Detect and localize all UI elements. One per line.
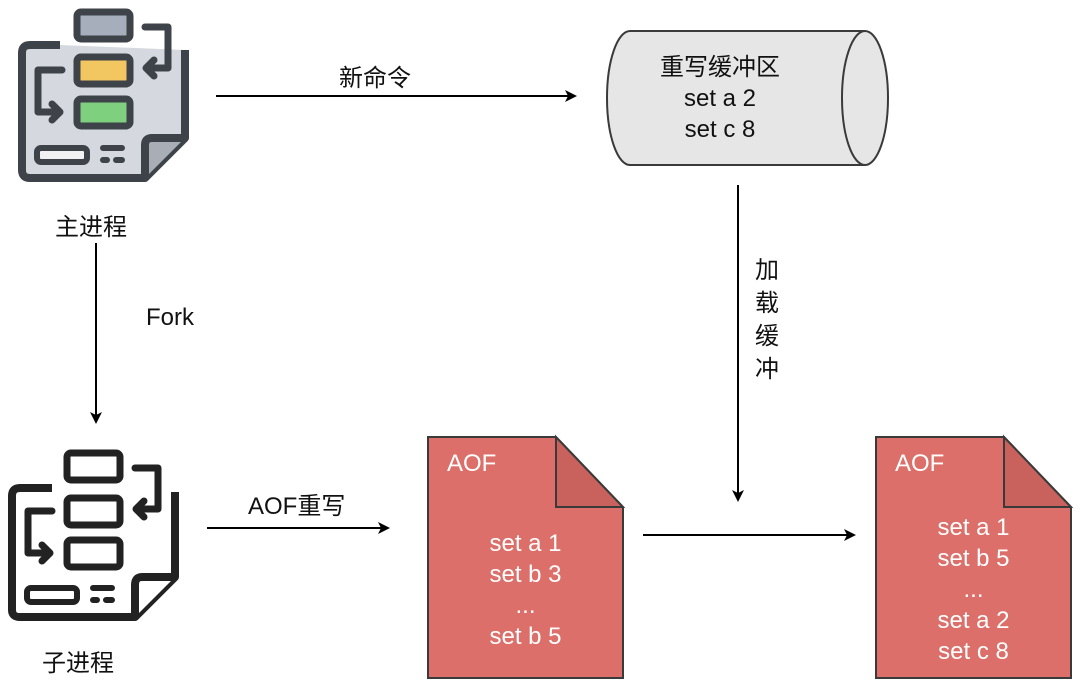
aof-old-document bbox=[427, 434, 626, 679]
aof-line: set a 1 bbox=[489, 530, 562, 557]
aof-line: set c 8 bbox=[938, 638, 1009, 665]
aof-line: set a 2 bbox=[937, 607, 1010, 634]
buffer-line: set c 8 bbox=[684, 116, 756, 143]
aof-line: set b 5 bbox=[937, 545, 1010, 572]
aof-old-lines: set a 1 set b 3 ... set b 5 bbox=[428, 528, 623, 652]
buffer-line: set a 2 bbox=[683, 85, 757, 112]
buffer-line: 重写缓冲区 bbox=[660, 54, 780, 81]
flowchart-document-icon bbox=[18, 8, 189, 182]
fork-label: Fork bbox=[146, 304, 194, 331]
aof-line: ... bbox=[963, 576, 984, 603]
aof-line: ... bbox=[515, 592, 536, 619]
aof-new-document bbox=[875, 434, 1074, 679]
aof-old-title: AOF bbox=[447, 450, 497, 477]
aof-new-title: AOF bbox=[895, 450, 945, 477]
aof-line: set a 1 bbox=[937, 514, 1010, 541]
rewrite-buffer-text: 重写缓冲区 set a 2 set c 8 bbox=[620, 52, 820, 145]
load-buffer-label: 加载缓冲 bbox=[755, 257, 779, 383]
aof-rewrite-label: AOF重写 bbox=[248, 493, 346, 520]
rewrite-buffer-cylinder bbox=[606, 30, 889, 166]
main-process-label: 主进程 bbox=[55, 214, 127, 241]
aof-new-lines: set a 1 set b 5 ... set a 2 set c 8 bbox=[876, 512, 1071, 667]
new-command-label: 新命令 bbox=[339, 65, 411, 92]
aof-line: set b 3 bbox=[489, 561, 562, 588]
child-process-label: 子进程 bbox=[42, 650, 114, 677]
aof-line: set b 5 bbox=[489, 623, 562, 650]
flowchart-document-outline-icon bbox=[8, 449, 179, 621]
